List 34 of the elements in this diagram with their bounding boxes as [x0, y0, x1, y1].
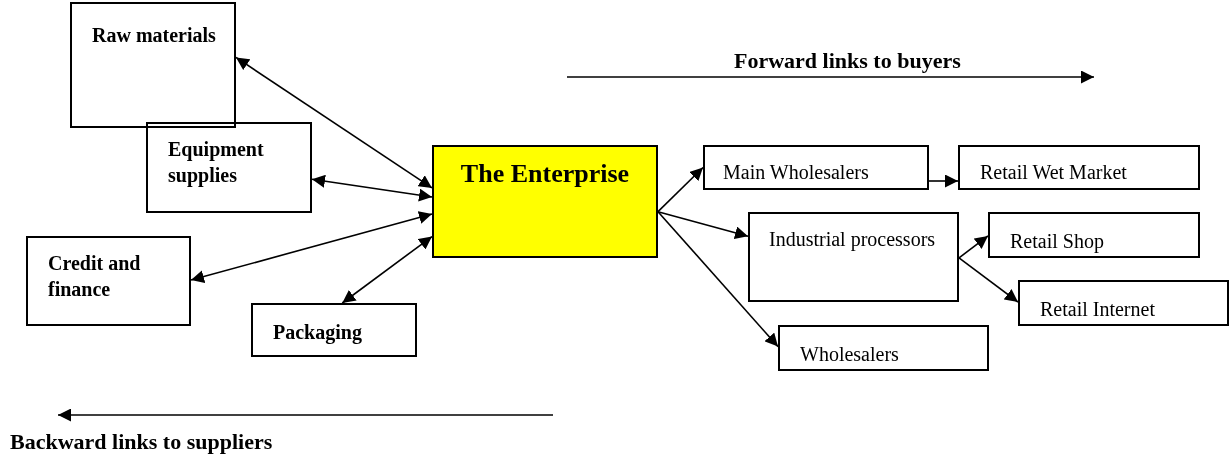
box-text: Equipment supplies	[168, 138, 264, 186]
arrow	[311, 174, 433, 202]
arrow	[958, 235, 989, 259]
process-box	[146, 122, 312, 213]
box-text: Retail Internet	[1040, 298, 1155, 320]
arrow	[928, 174, 959, 188]
direction-label: Backward links to suppliers	[10, 428, 273, 456]
process-box	[748, 212, 959, 302]
box-text: Raw materials	[92, 24, 216, 46]
arrow	[657, 166, 704, 213]
process-box	[988, 212, 1200, 258]
arrow	[657, 210, 779, 348]
arrow	[958, 257, 1019, 303]
box-text: Wholesalers	[800, 343, 899, 365]
box-text: The Enterprise	[460, 159, 630, 188]
process-box	[1018, 280, 1229, 326]
box-text: Packaging	[273, 321, 362, 343]
arrow	[235, 56, 433, 189]
process-box	[703, 145, 929, 190]
direction-label: Forward links to buyers	[734, 47, 961, 75]
process-box	[432, 145, 658, 258]
process-box	[778, 325, 989, 371]
box-text: Industrial processors	[769, 228, 936, 250]
process-box	[251, 303, 417, 357]
box-text: Retail Shop	[1010, 230, 1104, 252]
box-text: Main Wholesalers	[723, 161, 869, 183]
arrow	[657, 210, 749, 240]
process-box	[958, 145, 1200, 190]
arrow	[341, 235, 433, 304]
process-box	[26, 236, 191, 326]
process-box	[70, 2, 236, 128]
box-text: Credit and finance	[48, 252, 141, 300]
arrow	[190, 211, 433, 283]
box-text: Retail Wet Market	[980, 161, 1127, 183]
